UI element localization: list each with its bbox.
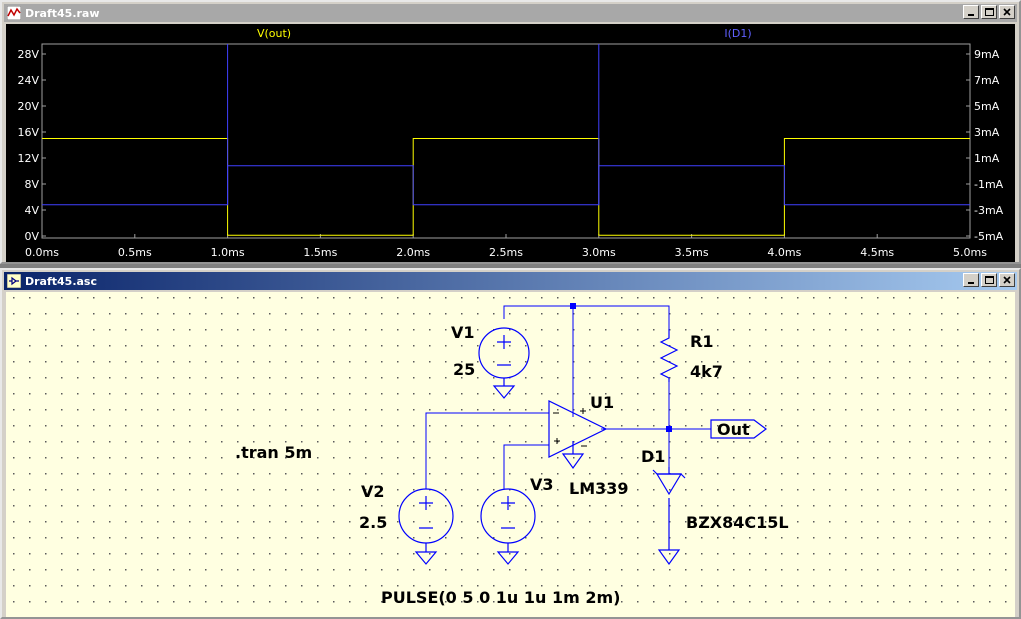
- tran-directive[interactable]: .tran 5m: [235, 443, 312, 462]
- x-tick-label: 3.5ms: [675, 246, 709, 259]
- x-tick-label: 2.5ms: [489, 246, 523, 259]
- voltage-source-v2-icon[interactable]: [398, 488, 454, 565]
- zener-diode-d1-icon[interactable]: [652, 467, 686, 566]
- u1-name-label[interactable]: U1: [590, 393, 614, 412]
- r1-value-label[interactable]: 4k7: [690, 362, 723, 381]
- resistor-r1-icon[interactable]: [659, 329, 679, 382]
- minimize-button[interactable]: [963, 5, 979, 19]
- close-button[interactable]: [999, 273, 1015, 287]
- y-right-tick-label: 9mA: [974, 48, 1000, 61]
- schematic-window[interactable]: Draft45.asc: [0, 268, 1021, 619]
- plot-frame: [41, 43, 971, 239]
- schematic-client[interactable]: V1 25 R1 4k7 U1 LM339 Out D1 BZX84C15L V…: [6, 292, 1015, 617]
- y-left-tick-label: 8V: [24, 178, 39, 191]
- maximize-button[interactable]: [981, 5, 997, 19]
- trace-label-vout[interactable]: V(out): [257, 27, 291, 40]
- schematic-titlebar[interactable]: Draft45.asc: [4, 272, 1017, 290]
- y-left-tick-label: 0V: [24, 230, 39, 243]
- waveform-titlebar[interactable]: Draft45.raw: [4, 4, 1017, 22]
- voltage-source-v1-icon[interactable]: [478, 327, 530, 399]
- y-left-tick-label: 20V: [17, 100, 39, 113]
- maximize-icon: [984, 8, 994, 16]
- x-tick-label: 4.5ms: [860, 246, 894, 259]
- series-line-vout[interactable]: [42, 138, 970, 236]
- v1-value-label[interactable]: 25: [453, 360, 475, 379]
- y-left-tick-label: 28V: [17, 48, 39, 61]
- schematic-grid: [6, 292, 1015, 617]
- x-tick-label: 3.0ms: [582, 246, 616, 259]
- maximize-icon: [984, 276, 994, 284]
- trace-label-id1[interactable]: I(D1): [724, 27, 751, 40]
- minimize-icon: [968, 14, 974, 16]
- waveform-app-icon: [7, 6, 21, 20]
- d1-name-label[interactable]: D1: [641, 447, 665, 466]
- minimize-icon: [968, 282, 974, 284]
- traces: [42, 44, 970, 236]
- voltage-source-v3-icon[interactable]: [480, 488, 536, 565]
- x-tick-label: 1.5ms: [303, 246, 337, 259]
- y-left-tick-label: 12V: [17, 152, 39, 165]
- close-icon: [1003, 276, 1011, 284]
- junction-top: [570, 303, 576, 309]
- schematic-canvas[interactable]: V1 25 R1 4k7 U1 LM339 Out D1 BZX84C15L V…: [6, 292, 1015, 617]
- waveform-window[interactable]: Draft45.raw V(out) I(D1) 28V 24V 20V 16V 12V…: [0, 0, 1021, 264]
- out-port-icon[interactable]: [710, 419, 767, 439]
- u1-value-label[interactable]: LM339: [569, 479, 629, 498]
- junction-out: [666, 426, 672, 432]
- y-axis-left: 28V 24V 20V 16V 12V 8V 4V 0V: [17, 48, 46, 243]
- y-right-tick-label: -5mA: [974, 230, 1004, 243]
- y-left-tick-label: 16V: [17, 126, 39, 139]
- y-right-tick-label: 5mA: [974, 100, 1000, 113]
- waveform-window-title: Draft45.raw: [25, 6, 100, 20]
- y-right-tick-label: 1mA: [974, 152, 1000, 165]
- schematic-window-title: Draft45.asc: [25, 274, 97, 288]
- v1-name-label[interactable]: V1: [451, 323, 475, 342]
- close-button[interactable]: [999, 5, 1015, 19]
- x-tick-label: 4.0ms: [767, 246, 801, 259]
- opamp-u1-icon[interactable]: [548, 400, 608, 470]
- maximize-button[interactable]: [981, 273, 997, 287]
- series-line-id1[interactable]: [42, 165, 970, 206]
- v3-value-label[interactable]: PULSE(0 5 0 1u 1u 1m 2m): [381, 588, 620, 607]
- x-tick-label: 5.0ms: [953, 246, 987, 259]
- v3-name-label[interactable]: V3: [530, 475, 554, 494]
- y-right-tick-label: 3mA: [974, 126, 1000, 139]
- y-left-tick-label: 4V: [24, 204, 39, 217]
- schematic-app-icon: [7, 274, 21, 288]
- d1-value-label[interactable]: BZX84C15L: [686, 513, 789, 532]
- x-tick-label: 0.0ms: [25, 246, 59, 259]
- x-tick-label: 0.5ms: [118, 246, 152, 259]
- x-axis: 0.0ms 0.5ms 1.0ms 1.5ms 2.0ms 2.5ms 3.0ms 3.5ms…: [25, 234, 987, 259]
- v2-name-label[interactable]: V2: [361, 482, 385, 501]
- close-icon: [1003, 8, 1011, 16]
- r1-name-label[interactable]: R1: [690, 332, 713, 351]
- minimize-button[interactable]: [963, 273, 979, 287]
- out-label[interactable]: Out: [717, 420, 750, 439]
- wires: [425, 305, 711, 550]
- waveform-client[interactable]: V(out) I(D1) 28V 24V 20V 16V 12V 8V 4V 0V 9mA 7m…: [6, 24, 1015, 262]
- y-axis-right: 9mA 7mA 5mA 3mA 1mA -1mA -3mA -5mA: [966, 48, 1004, 243]
- y-left-tick-label: 24V: [17, 74, 39, 87]
- y-right-tick-label: -3mA: [974, 204, 1004, 217]
- y-right-tick-label: -1mA: [974, 178, 1004, 191]
- x-tick-label: 1.0ms: [211, 246, 245, 259]
- waveform-plot[interactable]: V(out) I(D1) 28V 24V 20V 16V 12V 8V 4V 0V 9mA 7m…: [6, 24, 1015, 262]
- x-tick-label: 2.0ms: [396, 246, 430, 259]
- v2-value-label[interactable]: 2.5: [359, 513, 387, 532]
- y-right-tick-label: 7mA: [974, 74, 1000, 87]
